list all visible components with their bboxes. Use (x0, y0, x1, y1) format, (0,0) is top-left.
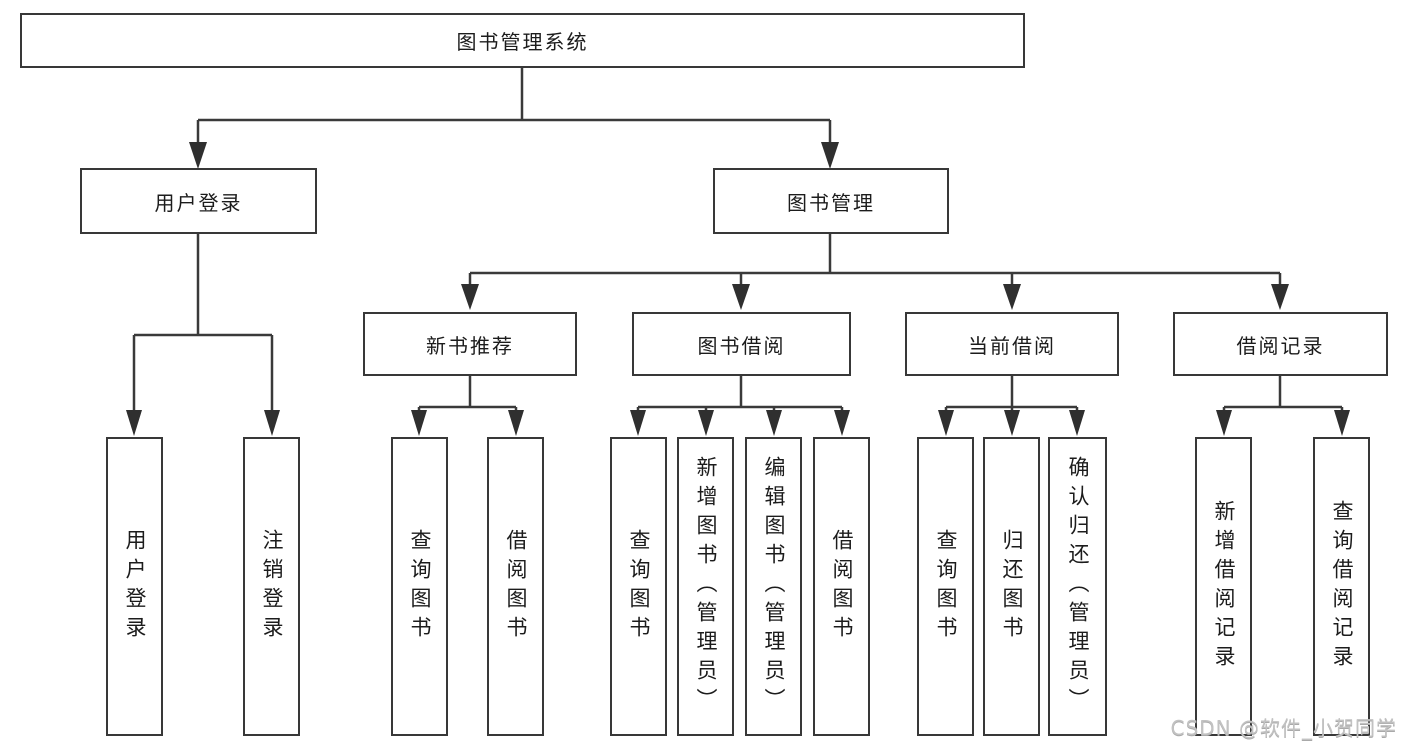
arrowhead (126, 410, 142, 436)
arrowhead (1216, 410, 1232, 436)
node-label: 新书推荐 (426, 333, 514, 358)
node-label: 图书管理系统 (456, 30, 589, 54)
node-label: 归还图书 (1000, 528, 1024, 645)
leaf-edit-books-admin: 编辑图书（管理员） (745, 437, 802, 736)
node-user-login: 用户登录 (80, 168, 317, 234)
leaf-query-borrow-record: 查询借阅记录 (1313, 437, 1370, 736)
arrowhead (1334, 410, 1350, 436)
node-label: 编辑图书（管理员） (762, 456, 786, 717)
arrowhead (1069, 410, 1085, 436)
arrowhead (821, 142, 839, 169)
leaf-logout: 注销登录 (243, 437, 300, 736)
node-label: 用户登录 (154, 190, 243, 215)
leaf-return-books: 归还图书 (983, 437, 1040, 736)
node-label: 图书管理 (787, 190, 875, 215)
node-label: 注销登录 (260, 528, 284, 645)
node-book-management: 图书管理 (713, 168, 949, 234)
node-label: 借阅图书 (830, 528, 854, 645)
node-label: 图书借阅 (697, 333, 786, 358)
node-label: 查询借阅记录 (1330, 499, 1354, 674)
node-label: 查询图书 (627, 528, 651, 645)
node-label: 当前借阅 (968, 333, 1056, 358)
arrowhead (508, 410, 524, 436)
arrowhead (1271, 284, 1289, 310)
arrowhead (1003, 284, 1021, 310)
arrowhead (461, 284, 479, 310)
node-label: 查询图书 (934, 528, 958, 645)
arrowhead (189, 142, 207, 169)
arrowhead (630, 410, 646, 436)
leaf-add-books-admin: 新增图书（管理员） (677, 437, 734, 736)
node-label: 确认归还（管理员） (1066, 456, 1090, 717)
leaf-confirm-return-admin: 确认归还（管理员） (1048, 437, 1107, 736)
node-label: 新增图书（管理员） (694, 456, 718, 717)
arrowhead (732, 284, 750, 310)
arrowhead (1004, 410, 1020, 436)
node-new-book-recommend: 新书推荐 (363, 312, 577, 376)
leaf-add-borrow-record: 新增借阅记录 (1195, 437, 1252, 736)
leaf-query-books-1: 查询图书 (391, 437, 448, 736)
node-label: 新增借阅记录 (1212, 499, 1236, 674)
leaf-borrow-books-2: 借阅图书 (813, 437, 870, 736)
watermark: CSDN @软件_小贺同学 (1170, 716, 1397, 740)
leaf-query-books-3: 查询图书 (917, 437, 974, 736)
node-borrow-records: 借阅记录 (1173, 312, 1388, 376)
arrowhead (698, 410, 714, 436)
node-label: 借阅图书 (504, 528, 528, 645)
leaf-borrow-books-1: 借阅图书 (487, 437, 544, 736)
arrowhead (264, 410, 280, 436)
node-label: 查询图书 (408, 528, 432, 645)
arrowhead (766, 410, 782, 436)
node-book-management-system: 图书管理系统 (20, 13, 1025, 68)
node-current-borrow: 当前借阅 (905, 312, 1119, 376)
leaf-query-books-2: 查询图书 (610, 437, 667, 736)
arrowhead (938, 410, 954, 436)
arrowhead (411, 410, 427, 436)
node-label: 借阅记录 (1236, 333, 1325, 358)
leaf-user-login: 用户登录 (106, 437, 163, 736)
node-book-borrow: 图书借阅 (632, 312, 851, 376)
arrowhead (834, 410, 850, 436)
node-label: 用户登录 (123, 528, 147, 645)
